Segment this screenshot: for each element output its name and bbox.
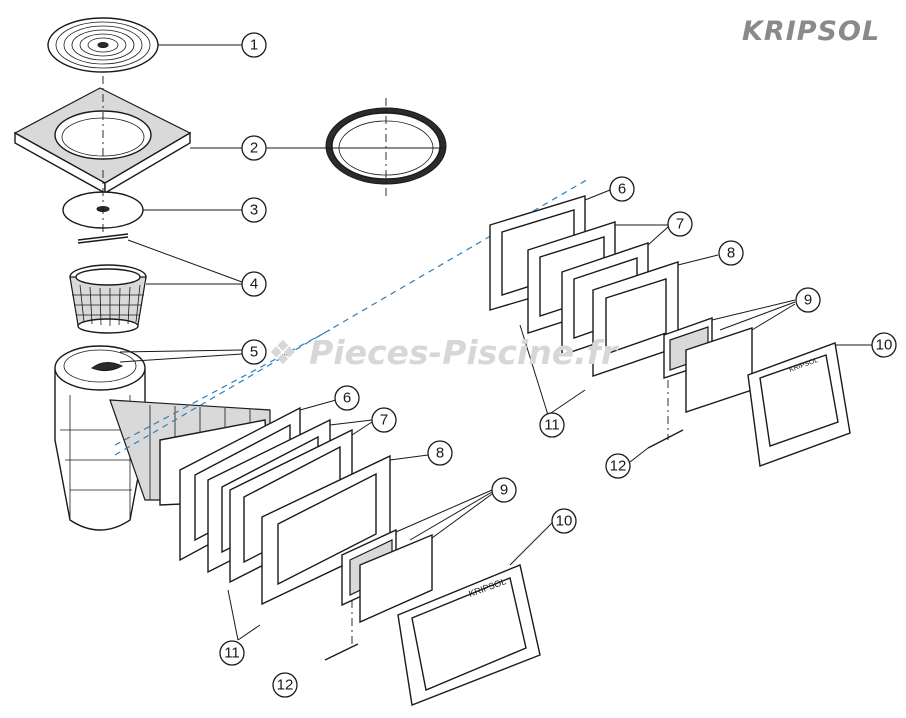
callout-11-lower: 11: [219, 640, 245, 666]
callout-7-lower: 7: [371, 407, 397, 433]
part-12-pin-b: [647, 380, 684, 449]
svg-text:8: 8: [727, 245, 735, 262]
callout-12-lower: 12: [272, 672, 298, 698]
part-11-screws-b: [519, 324, 586, 416]
callout-8-upper: 8: [718, 240, 744, 266]
callout-12-upper: 12: [605, 453, 631, 479]
callout-11-upper: 11: [539, 412, 565, 438]
callout-6-lower: 6: [334, 385, 360, 411]
guide-line-lower: [114, 329, 331, 446]
part-9-inserts-b: [663, 317, 753, 413]
callout-9-lower: 9: [491, 477, 517, 503]
part-1-lid: [47, 17, 159, 73]
part-4-handle: [77, 233, 129, 244]
leader-lines: [119, 44, 872, 566]
kripsol-logo: KRIPSOL: [742, 16, 881, 47]
svg-text:7: 7: [380, 412, 388, 429]
part-10-faceplate-a: KRIPSOL: [397, 564, 541, 706]
svg-text:8: 8: [436, 445, 444, 462]
callout-5: 5: [241, 339, 267, 365]
guide-line-upper: [114, 177, 591, 456]
part-9-inserts-a: [341, 528, 433, 624]
svg-text:3: 3: [250, 202, 258, 219]
callout-1: 1: [241, 32, 267, 58]
callout-9-upper: 9: [795, 287, 821, 313]
watermark-text: ❖ Pieces-Piscine.fr: [268, 333, 618, 372]
svg-text:11: 11: [544, 417, 560, 434]
svg-text:10: 10: [876, 337, 893, 354]
svg-text:10: 10: [556, 513, 573, 530]
callout-8-lower: 8: [427, 440, 453, 466]
part-8-flange-plate-b: [592, 261, 679, 377]
callout-10-lower: 10: [551, 508, 577, 534]
part-2-square-collar: [13, 76, 192, 195]
svg-text:5: 5: [250, 344, 258, 361]
part-11-screws-a: [227, 589, 261, 641]
callout-3: 3: [241, 197, 267, 223]
callout-2: 2: [241, 135, 267, 161]
svg-text:6: 6: [618, 181, 626, 198]
svg-text:12: 12: [610, 458, 627, 475]
svg-text:9: 9: [804, 292, 812, 309]
svg-text:2: 2: [250, 140, 258, 157]
callout-7-upper: 7: [667, 211, 693, 237]
part-12-pin-a: [324, 600, 359, 661]
svg-text:9: 9: [500, 482, 508, 499]
svg-text:6: 6: [343, 390, 351, 407]
part-4-basket: [69, 264, 147, 334]
svg-text:7: 7: [676, 216, 684, 233]
part-2-round-collar: [325, 98, 447, 200]
callout-10-upper: 10: [871, 332, 897, 358]
callout-4: 4: [241, 271, 267, 297]
svg-text:4: 4: [250, 276, 258, 293]
part-10-faceplate-b: KRIPSOL: [747, 342, 851, 467]
svg-text:11: 11: [224, 645, 240, 662]
callout-6-upper: 6: [609, 176, 635, 202]
svg-text:12: 12: [277, 677, 294, 694]
svg-text:1: 1: [250, 37, 258, 54]
